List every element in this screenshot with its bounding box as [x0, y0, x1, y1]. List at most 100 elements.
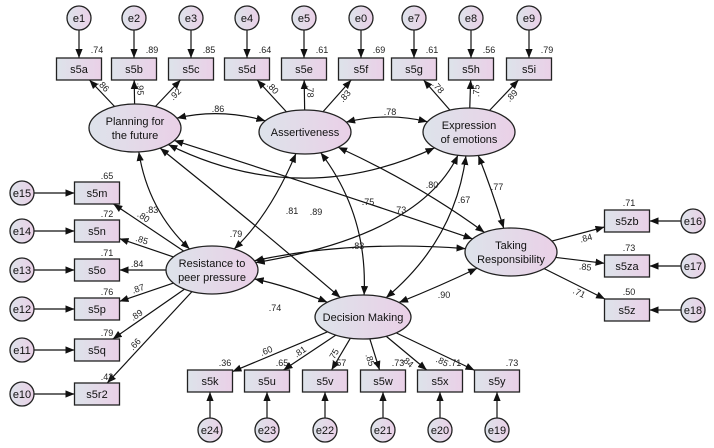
- observed-label: s5z: [618, 305, 635, 317]
- covariance-label-EE-TR: .77: [491, 182, 504, 192]
- observed-label: s5q: [88, 345, 106, 357]
- covariance-label-PF-AS: .86: [212, 104, 225, 114]
- observed-s5o: s5o: [73, 258, 121, 282]
- latent-label: Decision Making: [323, 312, 404, 324]
- observed-s5b: s5b: [110, 57, 158, 81]
- loading-label-s5y: .85: [434, 354, 450, 368]
- observed-box: [505, 57, 553, 81]
- observed-box: [603, 298, 651, 322]
- observed-s5g: s5g: [390, 57, 438, 81]
- covariance-label-PF-RP: .83: [146, 205, 159, 215]
- error-label: e18: [684, 305, 702, 317]
- observed-box: [73, 219, 121, 243]
- observed-box: [243, 369, 291, 393]
- error-label: e21: [374, 425, 392, 437]
- error-label: e7: [408, 13, 420, 25]
- observed-label: s5m: [87, 188, 108, 200]
- error-circle: [680, 208, 706, 234]
- observed-label: s5a: [70, 64, 89, 76]
- observed-box: [416, 369, 464, 393]
- loading-label-s5e: .78: [305, 85, 315, 98]
- loading-label-s5f: .83: [337, 88, 353, 104]
- error-label: e9: [523, 13, 535, 25]
- error-e20: e20: [427, 417, 453, 443]
- covariance-label-EE-RP: .73: [394, 205, 407, 215]
- loading-path-s5z: [543, 268, 606, 300]
- observed-box: [110, 57, 158, 81]
- error-label: e4: [241, 13, 253, 25]
- latent-label: Expression: [442, 120, 496, 132]
- r2-label-s5i: .79: [541, 45, 554, 55]
- r2-label-s5z: .50: [623, 287, 636, 297]
- observed-box: [167, 57, 215, 81]
- loading-path-s5r2: [106, 291, 193, 384]
- r2-label-s5za: .73: [623, 243, 636, 253]
- latent-label: Planning for: [106, 116, 165, 128]
- error-label: e2: [128, 13, 140, 25]
- observed-box: [447, 57, 495, 81]
- error-circle: [9, 180, 35, 206]
- observed-s5y: s5y: [473, 369, 521, 393]
- error-e3: e3: [178, 5, 204, 31]
- observed-s5d: s5d: [223, 57, 271, 81]
- error-label: e20: [431, 425, 449, 437]
- observed-box: [73, 382, 121, 406]
- observed-label: s5v: [316, 376, 334, 388]
- error-circle: [9, 257, 35, 283]
- error-e16: e16: [680, 208, 706, 234]
- latent-label: Responsibility: [477, 254, 545, 266]
- error-e4: e4: [234, 5, 260, 31]
- latent-ellipse: [464, 227, 558, 277]
- error-circle: [234, 5, 260, 31]
- error-label: e10: [13, 389, 31, 401]
- r2-label-s5w: .73: [392, 358, 405, 368]
- observed-label: s5za: [615, 261, 639, 273]
- observed-box: [337, 57, 385, 81]
- observed-label: s5e: [295, 64, 313, 76]
- error-circle: [680, 297, 706, 323]
- r2-label-s5h: .56: [483, 45, 496, 55]
- error-e15: e15: [9, 180, 35, 206]
- error-e17: e17: [680, 253, 706, 279]
- loading-path-s5f: [322, 79, 352, 113]
- covariance-label-RP-DM: .74: [269, 303, 282, 313]
- observed-label: s5zb: [615, 216, 638, 228]
- r2-label-s5q: .79: [101, 328, 114, 338]
- observed-box: [73, 338, 121, 362]
- observed-box: [473, 369, 521, 393]
- observed-s5w: s5w: [359, 369, 407, 393]
- error-e24: e24: [197, 417, 223, 443]
- loading-label-s5h: .75: [471, 84, 481, 97]
- loading-path-s5i: [489, 79, 519, 111]
- error-circle: [254, 417, 280, 443]
- r2-label-s5k: .36: [219, 358, 232, 368]
- latent-label: Taking: [495, 240, 527, 252]
- error-circle: [401, 5, 427, 31]
- error-circle: [9, 296, 35, 322]
- error-label: e0: [355, 13, 367, 25]
- loading-path-s5w: [369, 338, 381, 371]
- covariance-path-RP-DM: [254, 277, 328, 303]
- error-circle: [178, 5, 204, 31]
- observed-box: [73, 258, 121, 282]
- latent-ellipse: [422, 107, 516, 157]
- loading-label-s5c: .92: [167, 86, 183, 102]
- error-circle: [370, 417, 396, 443]
- observed-box: [73, 181, 121, 205]
- observed-s5r2: s5r2: [73, 382, 121, 406]
- error-e14: e14: [9, 218, 35, 244]
- labels-layer: .86.74.95.89.92.85.80.64.78.61.83.69.78.…: [91, 45, 636, 382]
- r2-label-s5v: .57: [334, 358, 347, 368]
- covariance-path-DM-TR: [398, 267, 478, 304]
- observed-s5m: s5m: [73, 181, 121, 205]
- error-circle: [312, 417, 338, 443]
- latent-ellipse: [165, 245, 259, 295]
- observed-s5q: s5q: [73, 338, 121, 362]
- loading-path-s5q: [112, 288, 185, 340]
- r2-label-s5p: .76: [101, 287, 114, 297]
- error-label: e1: [73, 13, 85, 25]
- latent-label: peer pressure: [178, 272, 246, 284]
